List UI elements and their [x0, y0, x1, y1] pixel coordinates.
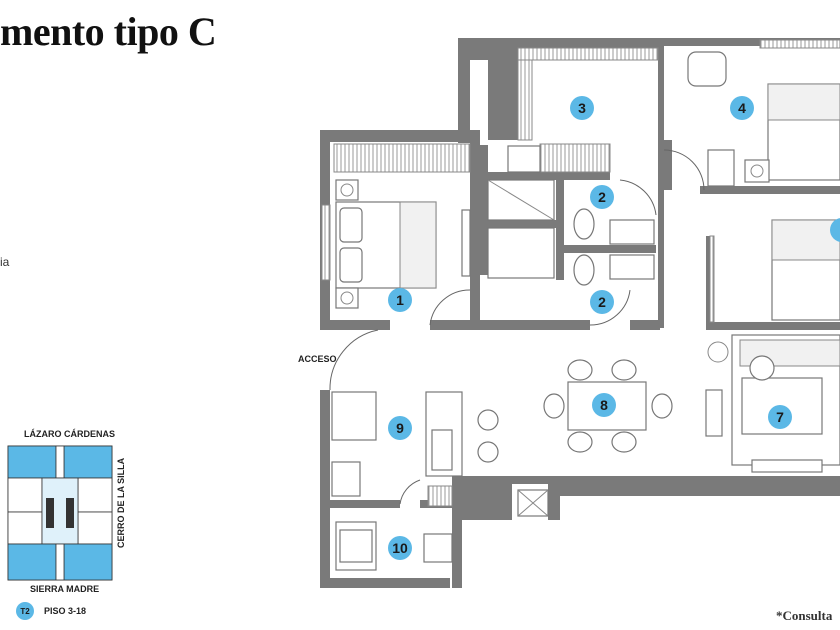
floors-label: PISO 3-18: [44, 606, 86, 616]
key-plan: LÁZARO CÁRDENAS SIERRA MADRE CERRO DE LA…: [7, 429, 126, 620]
room-badge-5-partial: [830, 218, 840, 242]
access-label: ACCESO: [298, 354, 337, 364]
footnote: *Consulta: [776, 608, 833, 623]
street-right-label: CERRO DE LA SILLA: [116, 457, 126, 548]
window-strips: [321, 39, 840, 507]
street-bottom-label: SIERRA MADRE: [30, 584, 99, 594]
room-badge-8: 8: [592, 393, 616, 417]
street-top-label: LÁZARO CÁRDENAS: [24, 429, 115, 439]
room-badge-4: 4: [730, 96, 754, 120]
tower-badge: [16, 602, 34, 620]
side-text-fragment: ia: [0, 255, 10, 269]
room-badge-1: 1: [388, 288, 412, 312]
svg-text:4: 4: [738, 100, 746, 116]
walls: [320, 38, 840, 588]
svg-text:10: 10: [392, 540, 408, 556]
svg-text:2: 2: [598, 294, 606, 310]
room-badge-9: 9: [388, 416, 412, 440]
svg-text:3: 3: [578, 100, 586, 116]
svg-text:7: 7: [776, 409, 784, 425]
room-badge-3: 3: [570, 96, 594, 120]
room-badge-7: 7: [768, 405, 792, 429]
room-badge-2b: 2: [590, 290, 614, 314]
svg-text:1: 1: [396, 292, 404, 308]
svg-text:8: 8: [600, 397, 608, 413]
page-title: mento tipo C: [0, 9, 217, 54]
svg-text:2: 2: [598, 189, 606, 205]
room-badge-10: 10: [388, 536, 412, 560]
svg-text:9: 9: [396, 420, 404, 436]
tower-badge-text: T2: [20, 607, 30, 616]
doors: [329, 149, 705, 505]
room-badges: 1 2 2 3 4 7 8 9 10: [388, 96, 840, 560]
room-badge-2a: 2: [590, 185, 614, 209]
